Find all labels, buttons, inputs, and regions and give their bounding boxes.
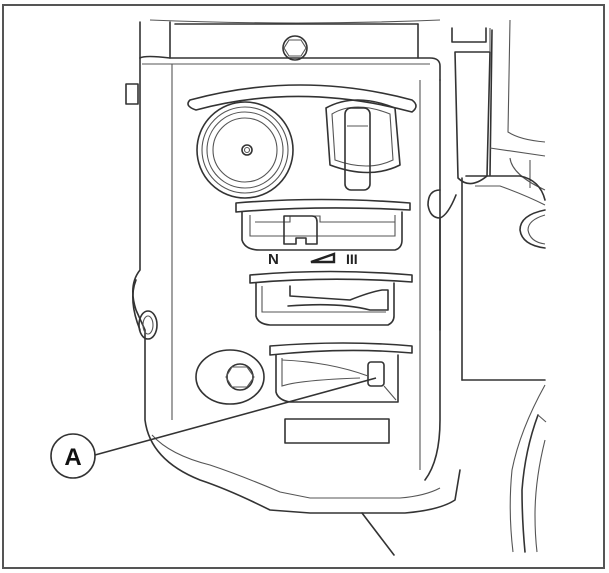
callout-a-leader: [94, 377, 377, 456]
round-knob-icon: [196, 101, 294, 199]
lever-a-tab-icon: [367, 361, 385, 387]
lower-stem: [361, 512, 395, 556]
lower-right-contour: [509, 384, 547, 553]
throttle-wedge-icon: [310, 252, 336, 264]
mode-label-n: N: [268, 251, 279, 268]
right-mechanism: [427, 19, 546, 381]
side-bolt-icon: [125, 83, 139, 105]
lower-bolt-icon: [195, 349, 265, 405]
housing-body: [132, 57, 461, 514]
callout-a-circle: [50, 433, 96, 479]
mode-label-iii: III: [346, 251, 358, 267]
housing-top: [139, 19, 441, 81]
top-nut-icon: [282, 35, 308, 61]
rotary-switch-icon: [325, 99, 401, 191]
diagram-frame: [2, 4, 605, 569]
knob-bezel: [187, 84, 417, 113]
slider-tab-icon: [283, 215, 318, 245]
throttle-slider: [235, 198, 411, 251]
lever-slot-middle: [249, 270, 413, 326]
label-plate: [284, 418, 390, 444]
callout-a-label: A: [64, 444, 81, 471]
